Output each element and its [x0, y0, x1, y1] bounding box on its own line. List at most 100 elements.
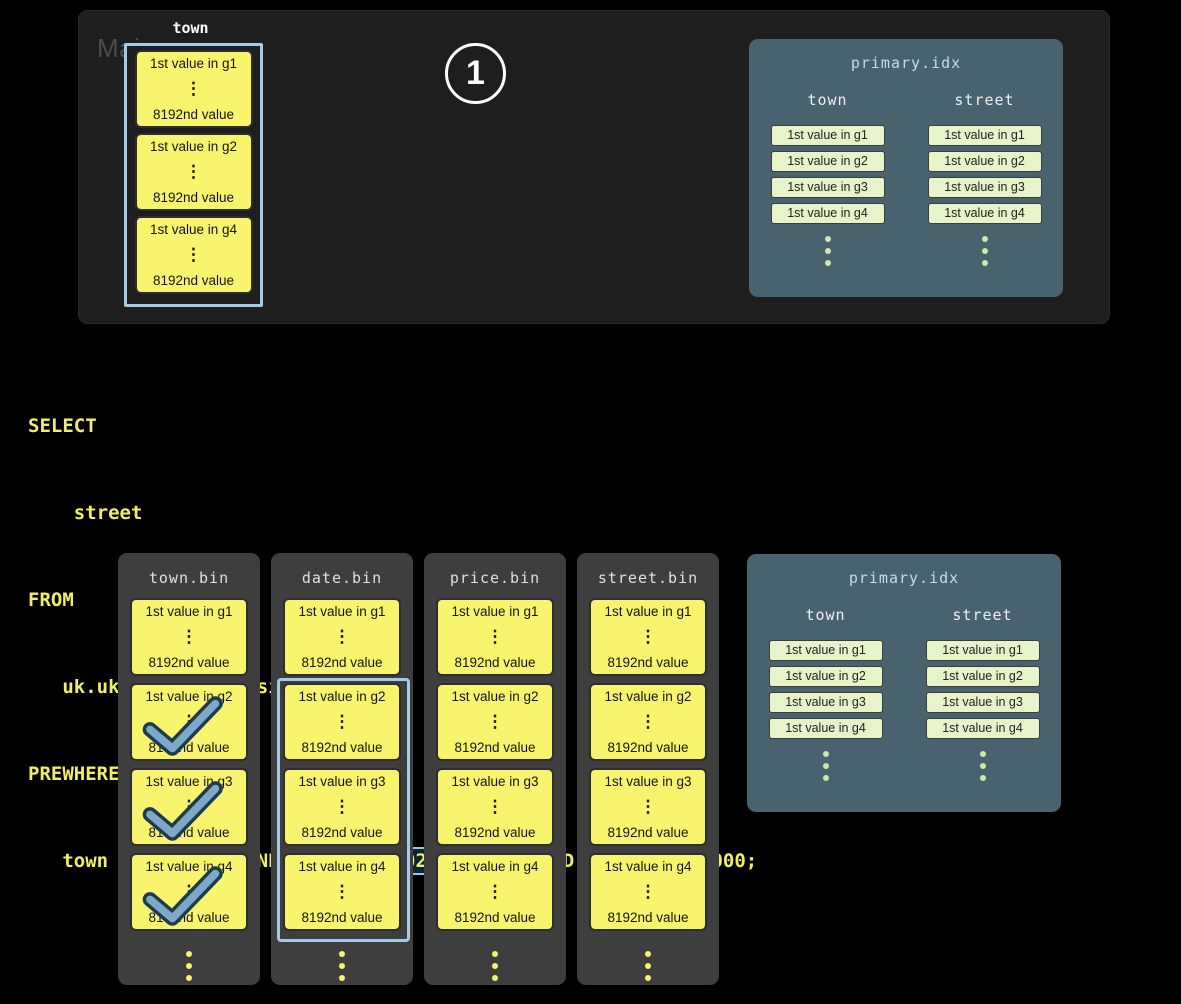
granule-ellipsis: ⋮ — [333, 627, 351, 647]
sql-line: FROM — [28, 589, 74, 611]
main-memory-panel: Main memory town 1st value in g1 ⋮ 8192n… — [78, 10, 1110, 324]
dot — [645, 963, 651, 969]
primary-idx-entry: 1st value in g1 — [770, 124, 885, 146]
granule-ellipsis: ⋮ — [333, 712, 351, 732]
granule-top-label: 1st value in g4 — [451, 859, 539, 874]
bin-panel-town: town.bin 1st value in g1 ⋮ 8192nd value … — [118, 553, 260, 985]
primary-idx-entry: 1st value in g2 — [927, 150, 1042, 172]
bin-title: date.bin — [301, 569, 383, 587]
match-check-icon — [142, 696, 223, 756]
primary-idx-entry: 1st value in g4 — [925, 717, 1040, 739]
granule-block: 1st value in g4 ⋮ 8192nd value — [436, 853, 554, 931]
granule-ellipsis: ⋮ — [185, 245, 202, 265]
granule-bottom-label: 8192nd value — [301, 739, 383, 755]
granule-bottom-label: 8192nd value — [301, 654, 383, 670]
granule-block: 1st value in g4 ⋮ 8192nd value — [283, 853, 401, 931]
granule-top-label: 1st value in g1 — [298, 604, 386, 619]
bin-title: street.bin — [597, 569, 699, 587]
granule-top-label: 1st value in g2 — [451, 689, 539, 704]
granule-ellipsis: ⋮ — [333, 882, 351, 902]
granule-ellipsis: ⋮ — [639, 627, 657, 647]
primary-idx-column-street: street 1st value in g1 1st value in g2 1… — [913, 606, 1053, 781]
primary-idx-entry: 1st value in g3 — [770, 176, 885, 198]
dot — [339, 951, 345, 957]
granule-ellipsis: ⋮ — [486, 712, 504, 732]
dot — [979, 775, 986, 781]
primary-idx-entry: 1st value in g1 — [768, 639, 883, 661]
dot — [981, 248, 988, 254]
granule-top-label: 1st value in g4 — [298, 859, 386, 874]
primary-idx-column-town: town 1st value in g1 1st value in g2 1st… — [758, 91, 898, 266]
granule-ellipsis: ⋮ — [639, 882, 657, 902]
dot — [492, 975, 498, 981]
primary-idx-entry: 1st value in g2 — [768, 665, 883, 687]
memory-column-frame: 1st value in g1 ⋮ 8192nd value 1st value… — [124, 43, 263, 307]
granule-top-label: 1st value in g2 — [604, 689, 692, 704]
step-1-badge: 1 — [445, 43, 506, 104]
dot — [979, 763, 986, 769]
primary-idx-entry: 1st value in g3 — [768, 691, 883, 713]
dot — [186, 951, 192, 957]
bin-blocks: 1st value in g1 ⋮ 8192nd value 1st value… — [436, 598, 554, 931]
granule-bottom-label: 8192nd value — [152, 189, 235, 205]
dot — [824, 248, 831, 254]
granule-ellipsis: ⋮ — [180, 627, 198, 647]
granule-bottom-label: 8192nd value — [152, 106, 235, 122]
primary-idx-column-header: town — [807, 91, 848, 109]
granule-ellipsis: ⋮ — [185, 79, 202, 99]
dot — [822, 775, 829, 781]
dot — [979, 751, 986, 757]
granule-block: 1st value in g4 ⋮ 8192nd value — [134, 216, 253, 294]
dot — [186, 975, 192, 981]
primary-idx-columns: town 1st value in g1 1st value in g2 1st… — [749, 91, 1063, 266]
granule-top-label: 1st value in g2 — [149, 139, 238, 154]
sql-line: PREWHERE — [28, 763, 120, 785]
granule-top-label: 1st value in g1 — [145, 604, 233, 619]
granule-ellipsis: ⋮ — [333, 797, 351, 817]
bin-panel-price: price.bin 1st value in g1 ⋮ 8192nd value… — [424, 553, 566, 985]
primary-idx-entry: 1st value in g2 — [925, 665, 1040, 687]
dot — [339, 963, 345, 969]
granule-ellipsis: ⋮ — [486, 627, 504, 647]
bin-title: town.bin — [148, 569, 230, 587]
granule-top-label: 1st value in g4 — [604, 859, 692, 874]
granule-block: 1st value in g3 ⋮ 8192nd value — [130, 768, 248, 846]
granule-top-label: 1st value in g2 — [298, 689, 386, 704]
primary-idx-column-street: street 1st value in g1 1st value in g2 1… — [915, 91, 1055, 266]
memory-column-header: town — [172, 19, 209, 37]
granule-top-label: 1st value in g3 — [298, 774, 386, 789]
dot — [645, 975, 651, 981]
dot — [822, 751, 829, 757]
granule-bottom-label: 8192nd value — [454, 739, 536, 755]
granule-block: 1st value in g1 ⋮ 8192nd value — [130, 598, 248, 676]
dot — [981, 260, 988, 266]
bin-blocks: 1st value in g1 ⋮ 8192nd value 1st value… — [130, 598, 248, 931]
granule-top-label: 1st value in g3 — [604, 774, 692, 789]
granule-bottom-label: 8192nd value — [301, 824, 383, 840]
granule-ellipsis: ⋮ — [185, 162, 202, 182]
granule-block: 1st value in g2 ⋮ 8192nd value — [589, 683, 707, 761]
granule-bottom-label: 8192nd value — [152, 272, 235, 288]
dot — [822, 763, 829, 769]
more-granules-dots — [118, 951, 260, 981]
primary-idx-entry: 1st value in g3 — [927, 176, 1042, 198]
granule-top-label: 1st value in g1 — [451, 604, 539, 619]
granule-block: 1st value in g1 ⋮ 8192nd value — [589, 598, 707, 676]
primary-idx-panel: primary.idx town 1st value in g1 1st val… — [749, 39, 1063, 297]
match-check-icon — [142, 866, 223, 926]
primary-idx-column-header: town — [805, 606, 846, 624]
granule-bottom-label: 8192nd value — [607, 824, 689, 840]
more-granules-dots — [577, 951, 719, 981]
more-entries-dots — [824, 236, 831, 266]
more-granules-dots — [424, 951, 566, 981]
primary-idx-entry: 1st value in g3 — [925, 691, 1040, 713]
granule-top-label: 1st value in g1 — [149, 56, 238, 71]
granule-block: 1st value in g3 ⋮ 8192nd value — [436, 768, 554, 846]
sql-line: SELECT — [28, 415, 97, 437]
granule-block: 1st value in g2 ⋮ 8192nd value — [436, 683, 554, 761]
bin-panel-date: date.bin 1st value in g1 ⋮ 8192nd value … — [271, 553, 413, 985]
granule-block: 1st value in g3 ⋮ 8192nd value — [283, 768, 401, 846]
bin-title: price.bin — [449, 569, 541, 587]
dot — [339, 975, 345, 981]
granule-block: 1st value in g2 ⋮ 8192nd value — [134, 133, 253, 211]
